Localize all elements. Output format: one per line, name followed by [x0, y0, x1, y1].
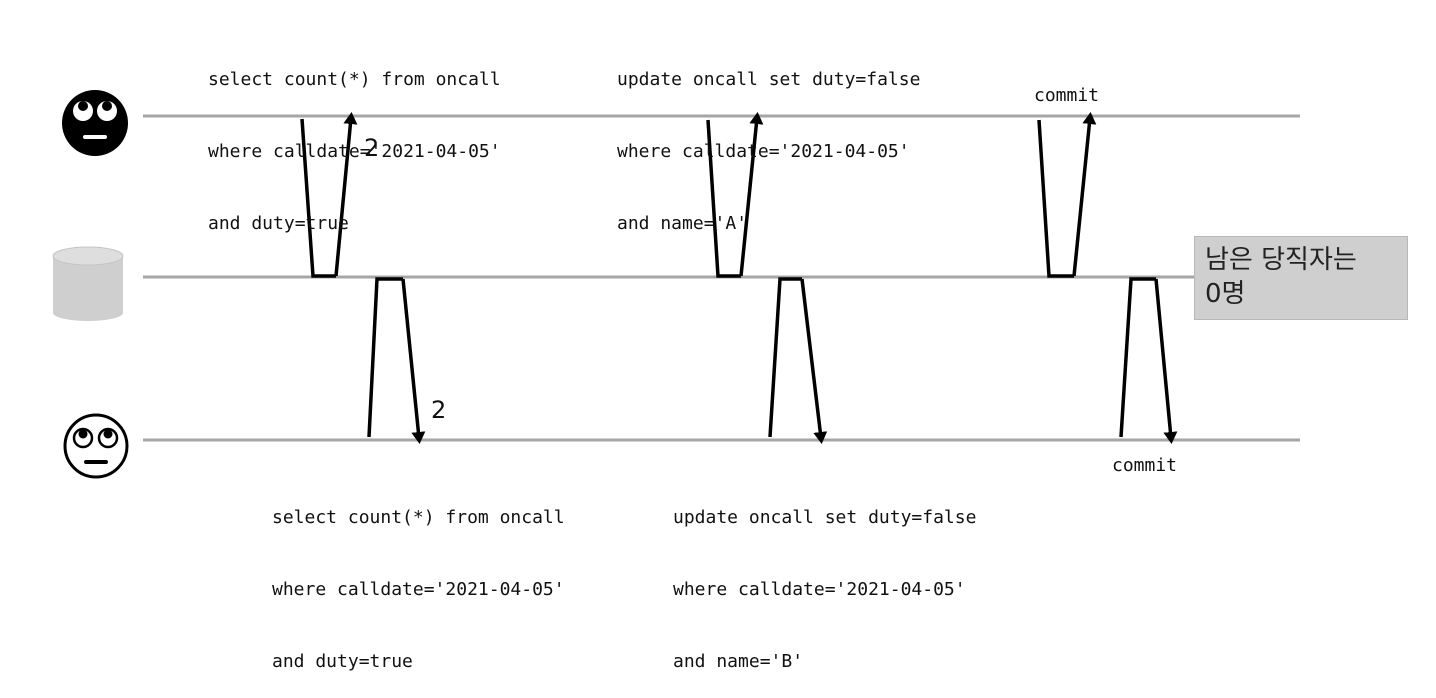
user-a-commit: commit [1034, 85, 1100, 106]
note-line-2: 0명 [1205, 279, 1246, 309]
database-cylinder-icon [52, 246, 124, 321]
user-a-update-exchange [706, 112, 764, 278]
query-line: where calldate='2021-04-05' [617, 141, 910, 162]
query-line: select count(*) from oncall [272, 507, 565, 528]
user-b-update-exchange [768, 277, 828, 444]
query-line: update oncall set duty=false [673, 507, 977, 528]
user-b-select-result: 2 [431, 396, 447, 424]
note-line-1: 남은 당직자는 [1205, 245, 1357, 275]
user-a-select-result: 2 [364, 134, 380, 162]
query-line: and name='B' [673, 651, 804, 672]
query-line: and duty=true [272, 651, 413, 672]
query-line: where calldate='2021-04-05' [272, 579, 565, 600]
sequence-diagram [52, 90, 1300, 479]
query-line: where calldate='2021-04-05' [208, 141, 501, 162]
user-a-rolling-eyes-face-icon [62, 90, 128, 156]
query-line: where calldate='2021-04-05' [673, 579, 966, 600]
user-b-commit-exchange [1119, 277, 1178, 444]
user-b-update-query: update oncall set duty=false where calld… [673, 458, 976, 698]
user-a-select-exchange [300, 112, 358, 278]
remaining-on-duty-note: 남은 당직자는 0명 [1194, 236, 1408, 320]
user-b-rolling-eyes-face-icon [63, 413, 129, 479]
user-b-select-exchange [367, 277, 426, 444]
user-b-select-query: select count(*) from oncall where callda… [272, 458, 565, 698]
query-line: select count(*) from oncall [208, 69, 501, 90]
user-a-select-query: select count(*) from oncall where callda… [208, 20, 501, 260]
user-b-commit: commit [1112, 455, 1178, 476]
user-a-update-query: update oncall set duty=false where calld… [617, 20, 920, 260]
query-line: and duty=true [208, 213, 349, 234]
user-a-commit-exchange [1037, 112, 1097, 278]
query-line: update oncall set duty=false [617, 69, 921, 90]
query-line: and name='A' [617, 213, 748, 234]
